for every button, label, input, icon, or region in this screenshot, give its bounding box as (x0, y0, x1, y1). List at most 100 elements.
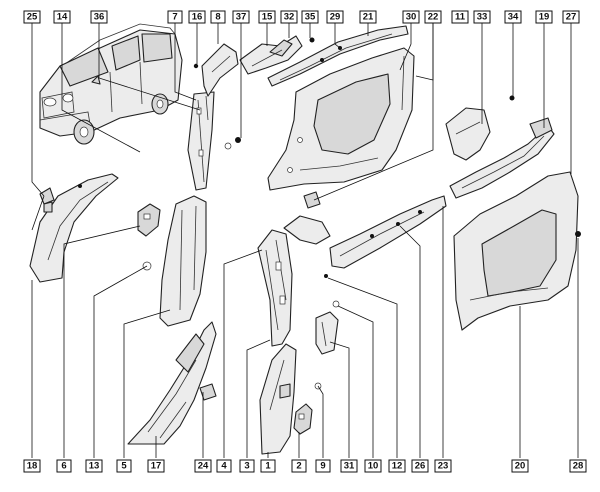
svg-text:15: 15 (262, 12, 273, 23)
part-10-clip (332, 300, 340, 308)
svg-text:13: 13 (89, 461, 100, 472)
svg-text:16: 16 (192, 12, 203, 23)
callout-34: 34 (504, 10, 522, 24)
part-1-bpillar-lower (259, 343, 297, 455)
callout-32: 32 (280, 10, 298, 24)
part-2-bracket (293, 403, 313, 435)
svg-text:34: 34 (508, 12, 519, 23)
svg-text:1: 1 (265, 461, 271, 472)
callout-31: 31 (340, 459, 358, 473)
callouts-bottom: 18 6 13 5 17 24 4 3 1 2 9 31 10 12 26 23… (23, 459, 587, 473)
callout-23: 23 (434, 459, 452, 473)
svg-text:9: 9 (320, 461, 325, 472)
svg-text:4: 4 (221, 461, 227, 472)
svg-text:7: 7 (172, 12, 177, 23)
svg-text:29: 29 (330, 12, 341, 23)
svg-text:32: 32 (284, 12, 295, 23)
svg-text:26: 26 (415, 461, 426, 472)
callout-2: 2 (291, 459, 307, 473)
part-7-pillar-trim (187, 91, 215, 191)
svg-text:8: 8 (215, 12, 220, 23)
callout-20: 20 (511, 459, 529, 473)
callout-6: 6 (56, 459, 72, 473)
vehicle-overview (39, 23, 183, 145)
callout-13: 13 (85, 459, 103, 473)
part-4-pillar-piece (283, 191, 331, 278)
svg-text:28: 28 (573, 461, 584, 472)
svg-text:5: 5 (121, 461, 127, 472)
callout-21: 21 (359, 10, 377, 24)
callout-36: 36 (90, 10, 108, 24)
callout-12: 12 (388, 459, 406, 473)
callout-4: 4 (216, 459, 232, 473)
part-clip-small (224, 142, 232, 150)
callout-11: 11 (451, 10, 469, 24)
svg-text:27: 27 (566, 12, 577, 23)
part-20-rear-panel (453, 171, 581, 331)
callout-27: 27 (562, 10, 580, 24)
svg-text:35: 35 (305, 12, 316, 23)
part-21-roof-rail (267, 25, 409, 87)
part-5-bpillar-trim (159, 195, 207, 327)
part-37-clip (235, 137, 241, 143)
part-26-sill-trim (329, 195, 447, 269)
svg-text:24: 24 (198, 461, 209, 472)
callout-26: 26 (411, 459, 429, 473)
callout-19: 19 (535, 10, 553, 24)
callout-7: 7 (167, 10, 183, 24)
callout-1: 1 (260, 459, 276, 473)
svg-text:23: 23 (438, 461, 449, 472)
svg-text:33: 33 (477, 12, 488, 23)
callout-10: 10 (364, 459, 382, 473)
callout-30: 30 (402, 10, 420, 24)
part-6-bracket (137, 203, 161, 237)
part-8-bracket (193, 43, 239, 97)
callout-35: 35 (301, 10, 319, 24)
callout-16: 16 (188, 10, 206, 24)
part-22-quarter-panel (267, 47, 415, 191)
svg-text:12: 12 (392, 461, 403, 472)
svg-text:18: 18 (27, 461, 38, 472)
callout-37: 37 (232, 10, 250, 24)
svg-text:6: 6 (61, 461, 66, 472)
svg-text:2: 2 (296, 461, 301, 472)
svg-text:11: 11 (455, 12, 466, 23)
svg-text:31: 31 (344, 461, 355, 472)
svg-text:21: 21 (363, 12, 374, 23)
callout-25: 25 (23, 10, 41, 24)
svg-text:36: 36 (94, 12, 105, 23)
part-15-32-35-cluster (239, 35, 315, 75)
svg-text:3: 3 (244, 461, 249, 472)
callout-15: 15 (258, 10, 276, 24)
svg-text:20: 20 (515, 461, 526, 472)
svg-text:25: 25 (27, 12, 38, 23)
part-18-apillar-lower (29, 173, 119, 283)
callout-29: 29 (326, 10, 344, 24)
svg-text:14: 14 (57, 12, 68, 23)
part-17-sill-trim (127, 321, 217, 445)
callouts-top: 25 14 36 7 16 37 8 15 32 35 29 21 30 22 … (23, 10, 580, 24)
part-31-trim (315, 311, 339, 355)
callout-28: 28 (569, 459, 587, 473)
svg-text:37: 37 (236, 12, 247, 23)
callout-24: 24 (194, 459, 212, 473)
svg-text:17: 17 (151, 461, 162, 472)
svg-text:22: 22 (428, 12, 439, 23)
svg-text:30: 30 (406, 12, 417, 23)
callout-8: 8 (210, 10, 226, 24)
callout-17: 17 (147, 459, 165, 473)
callout-3: 3 (239, 459, 255, 473)
callout-18: 18 (23, 459, 41, 473)
svg-text:10: 10 (368, 461, 379, 472)
callout-14: 14 (53, 10, 71, 24)
leader-lines-bottom (31, 206, 579, 458)
svg-text:19: 19 (539, 12, 550, 23)
part-19-rear-rail (449, 117, 555, 199)
part-33-bracket (445, 95, 515, 161)
part-3-bpillar-upper (257, 229, 293, 347)
leader-lines (31, 22, 572, 231)
callout-22: 22 (424, 10, 442, 24)
callout-33: 33 (473, 10, 491, 24)
callout-5: 5 (116, 459, 132, 473)
